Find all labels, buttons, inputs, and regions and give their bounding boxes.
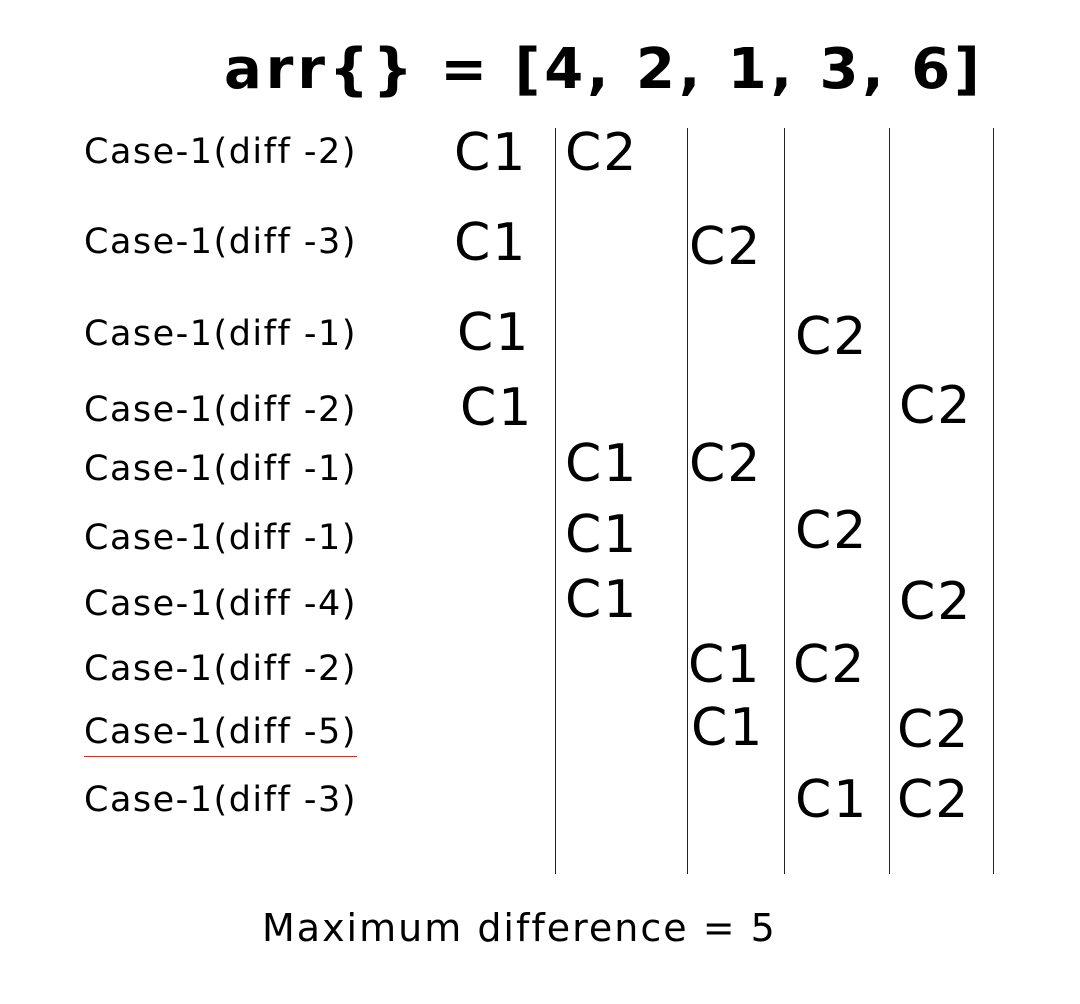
c2-marker: C2	[689, 434, 763, 494]
c1-marker: C1	[565, 434, 639, 494]
c2-marker: C2	[565, 123, 639, 183]
c1-marker: C1	[795, 770, 869, 830]
case-label-max: Case-1(diff -5)	[84, 712, 357, 757]
case-label: Case-1(diff -4)	[84, 584, 357, 624]
c2-marker: C2	[897, 700, 971, 760]
c1-marker: C1	[691, 698, 765, 758]
c1-marker: C1	[454, 123, 528, 183]
c2-marker: C2	[793, 635, 867, 695]
column-divider-1	[555, 128, 556, 874]
c1-marker: C1	[454, 213, 528, 273]
case-label: Case-1(diff -2)	[84, 132, 357, 172]
c2-marker: C2	[795, 501, 869, 561]
column-divider-3	[784, 128, 785, 874]
case-label: Case-1(diff -3)	[84, 222, 357, 262]
c1-marker: C1	[460, 378, 534, 438]
case-label: Case-1(diff -2)	[84, 649, 357, 689]
case-label: Case-1(diff -1)	[84, 518, 357, 558]
c1-marker: C1	[565, 505, 639, 565]
c2-marker: C2	[899, 572, 973, 632]
case-label: Case-1(diff -3)	[84, 780, 357, 820]
column-divider-4	[889, 128, 890, 874]
array-title: arr{} = [4, 2, 1, 3, 6]	[224, 37, 984, 102]
c1-marker: C1	[457, 303, 531, 363]
c2-marker: C2	[795, 307, 869, 367]
c2-marker: C2	[689, 217, 763, 277]
case-label: Case-1(diff -1)	[84, 314, 357, 354]
result-text: Maximum difference = 5	[262, 906, 777, 950]
c2-marker: C2	[897, 770, 971, 830]
case-label: Case-1(diff -2)	[84, 390, 357, 430]
case-label: Case-1(diff -1)	[84, 449, 357, 489]
c1-marker: C1	[565, 570, 639, 630]
c2-marker: C2	[899, 376, 973, 436]
column-divider-5	[993, 128, 994, 874]
c1-marker: C1	[688, 635, 762, 695]
column-divider-2	[687, 128, 688, 874]
